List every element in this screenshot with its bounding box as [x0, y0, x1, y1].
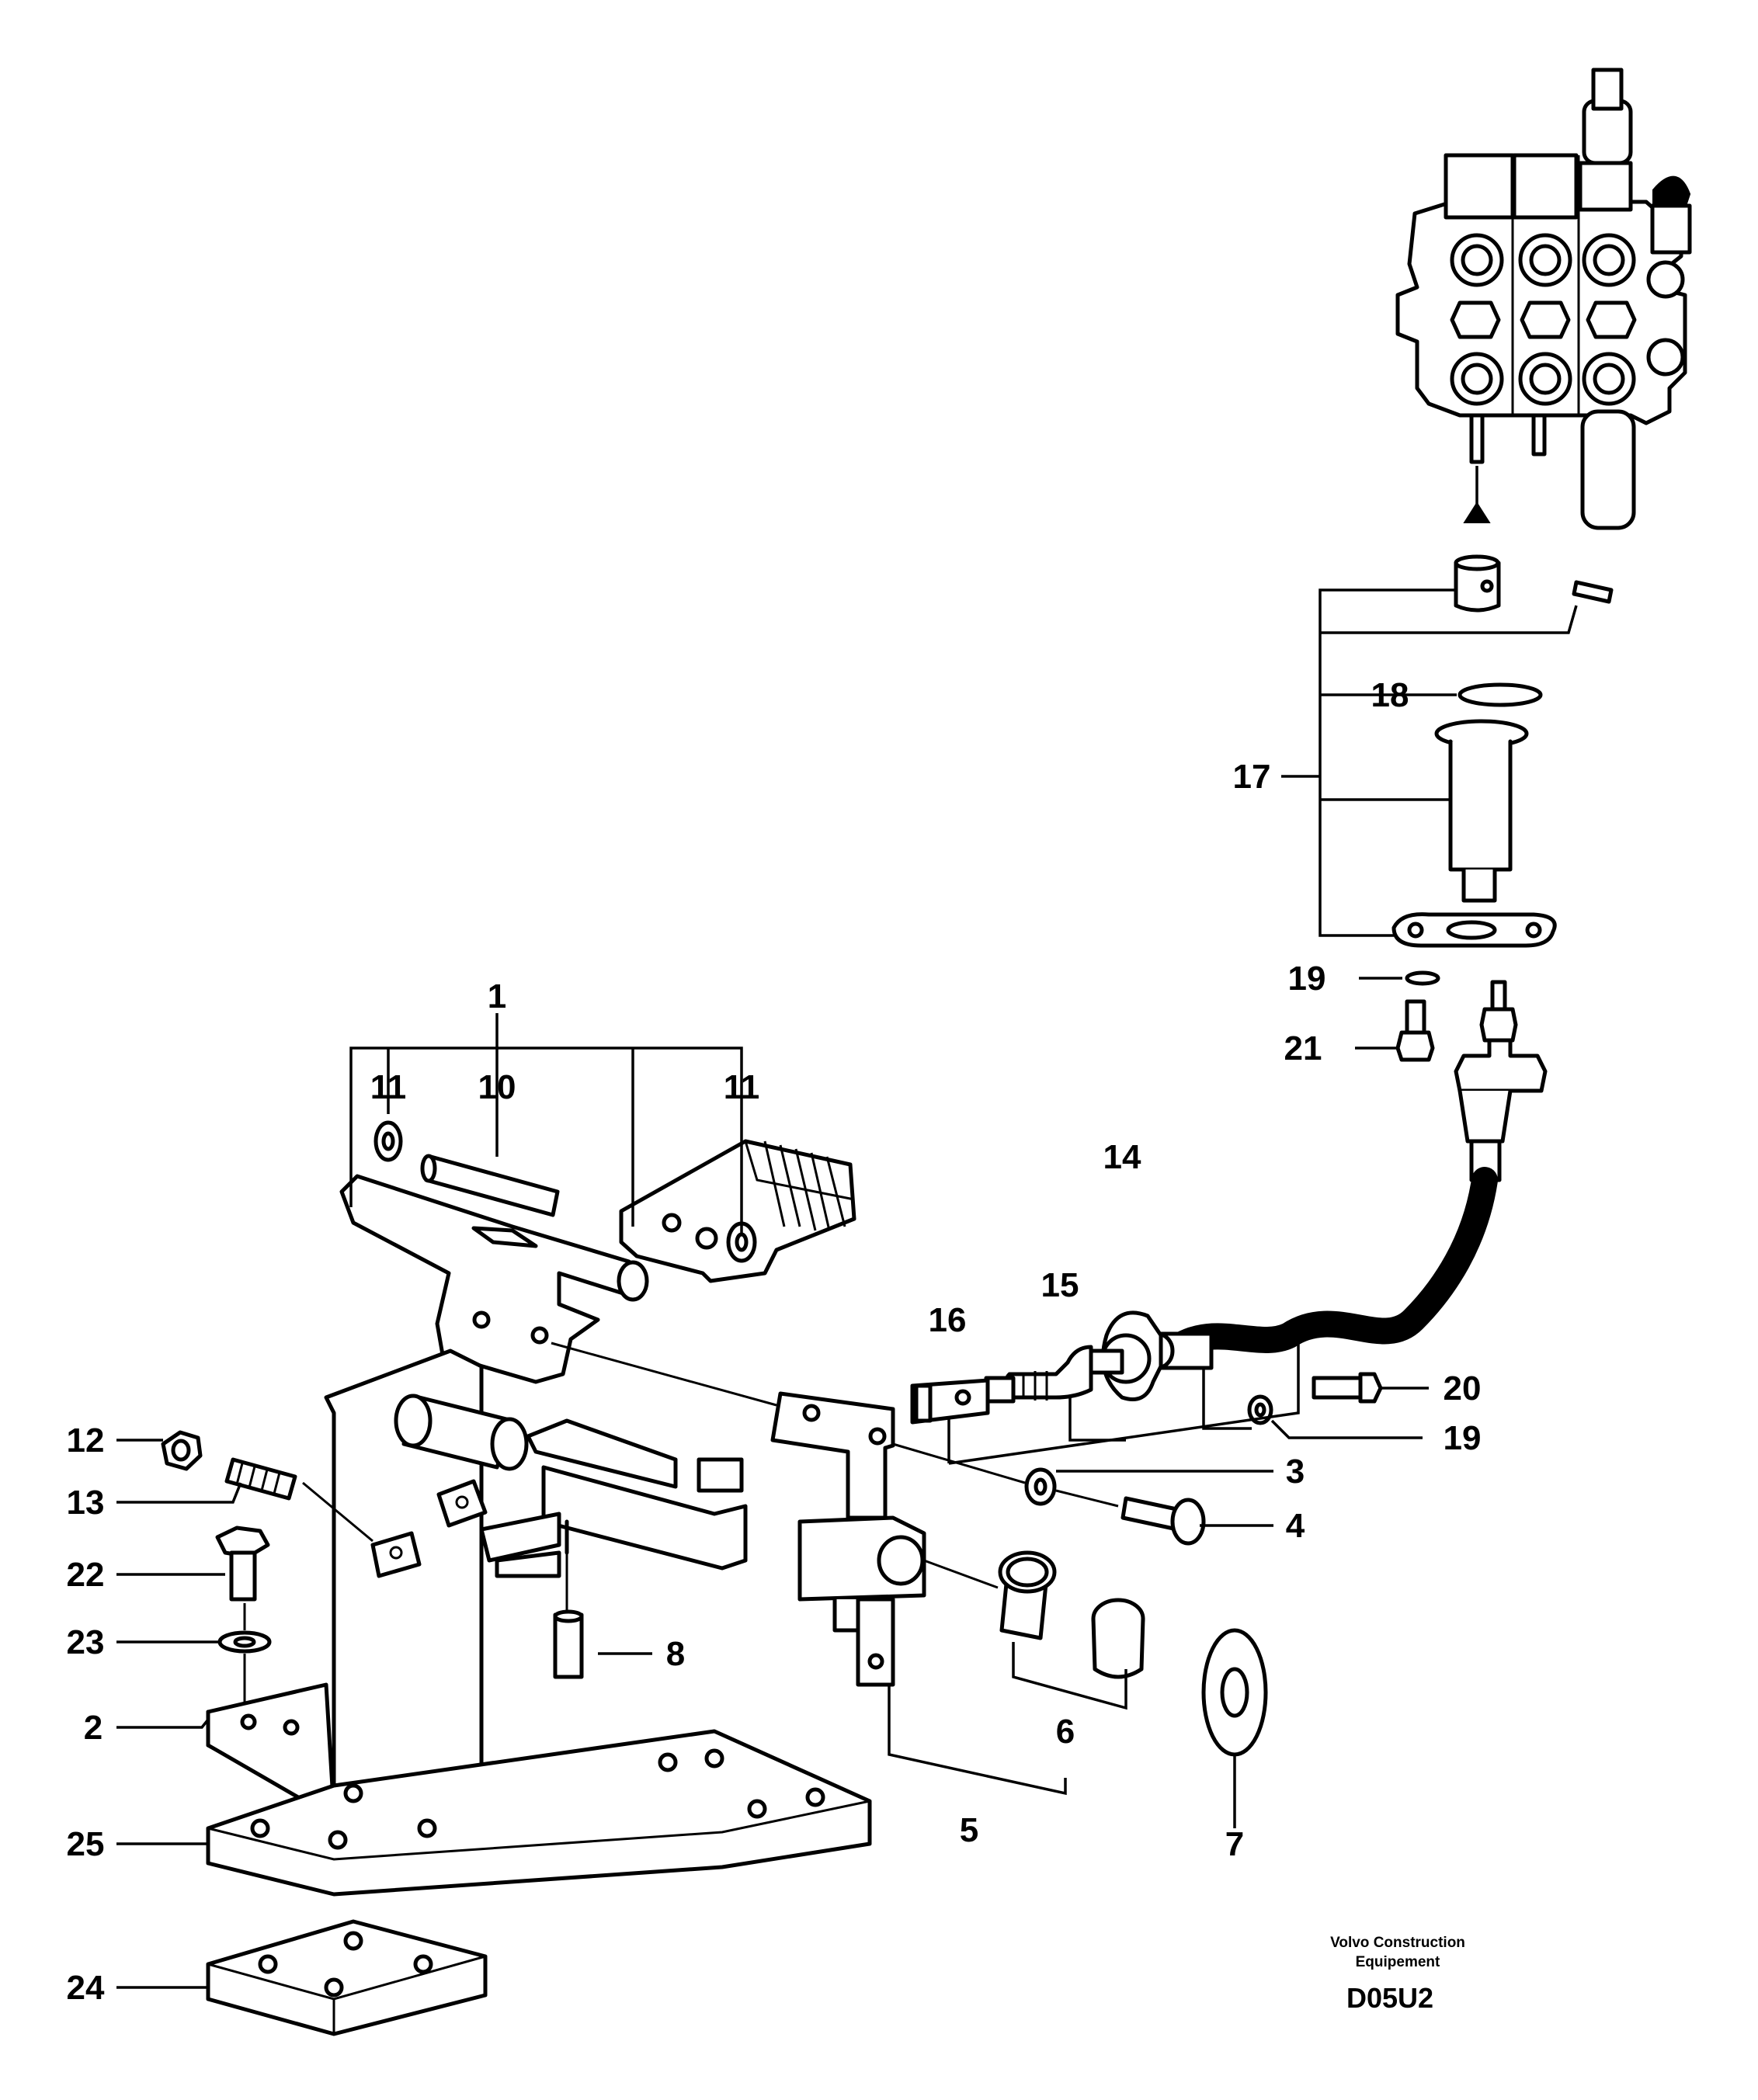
label-22: 22	[67, 1556, 105, 1594]
label-5: 5	[960, 1811, 978, 1849]
mounting-bracket	[206, 1349, 488, 1815]
label-19-upper: 19	[1288, 960, 1326, 998]
foot-pedal	[619, 1139, 856, 1283]
label-20: 20	[1444, 1369, 1482, 1408]
label-2: 2	[84, 1709, 102, 1747]
washer-23	[217, 1630, 272, 1654]
washer-7	[1201, 1628, 1268, 1757]
label-19-lower: 19	[1444, 1419, 1482, 1457]
base-plate-24	[206, 1919, 488, 2036]
base-plate-25	[206, 1729, 872, 1897]
washer-11-left	[373, 1120, 403, 1162]
pedal-lever	[339, 1174, 649, 1384]
pin-10	[420, 1154, 560, 1217]
footer-company-line1: Volvo Construction	[1330, 1935, 1465, 1951]
washer-19-top	[1405, 970, 1440, 986]
control-valve	[1395, 68, 1692, 530]
control-cable	[1159, 1167, 1498, 1364]
label-24: 24	[67, 1969, 105, 2007]
o-ring	[1457, 682, 1543, 707]
cable-adjuster	[984, 1310, 1214, 1404]
nut-12	[161, 1430, 203, 1471]
lever-link	[770, 1391, 926, 1687]
label-6: 6	[1056, 1713, 1075, 1751]
bolt-22	[215, 1526, 270, 1602]
cable-end-fitting	[1454, 980, 1548, 1182]
bushing-6a	[998, 1550, 1057, 1640]
bushing-6b	[1091, 1598, 1145, 1679]
label-11-right: 11	[724, 1068, 760, 1106]
clevis	[910, 1378, 990, 1425]
bolt-20	[1312, 1372, 1383, 1404]
footer-drawing-code: D05U2	[1346, 1982, 1433, 2014]
footer-company-line2: Equipement	[1356, 1954, 1440, 1970]
pin-8	[553, 1609, 584, 1679]
label-3: 3	[1286, 1453, 1305, 1491]
label-16: 16	[929, 1301, 967, 1339]
label-25: 25	[67, 1825, 105, 1863]
label-17: 17	[1233, 758, 1271, 796]
label-7: 7	[1225, 1825, 1244, 1863]
label-15: 15	[1041, 1266, 1079, 1304]
spool-sleeve	[1434, 719, 1529, 903]
label-4: 4	[1286, 1507, 1305, 1545]
flange-plate	[1391, 912, 1557, 948]
label-23: 23	[67, 1623, 105, 1661]
label-1: 1	[488, 977, 506, 1015]
label-13: 13	[67, 1484, 105, 1522]
bolt-21	[1395, 999, 1435, 1062]
bolt-4	[1120, 1496, 1206, 1546]
label-14: 14	[1103, 1138, 1141, 1176]
label-8: 8	[666, 1635, 685, 1673]
spool-coupling	[1454, 554, 1614, 613]
screw-13	[224, 1457, 297, 1501]
label-11-left: 11	[370, 1068, 407, 1106]
label-21: 21	[1284, 1029, 1322, 1067]
label-12: 12	[67, 1421, 105, 1460]
washer-3	[1024, 1467, 1057, 1506]
label-10: 10	[478, 1068, 516, 1106]
label-18: 18	[1371, 676, 1409, 714]
